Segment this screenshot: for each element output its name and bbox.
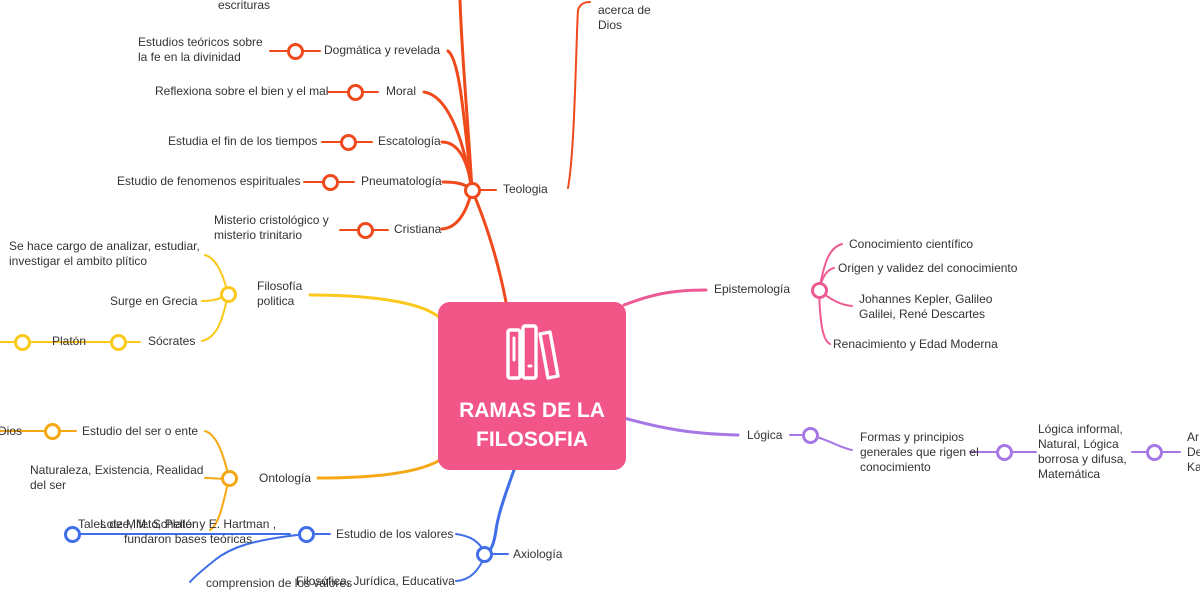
branch-filosofia-politica[interactable]: Filosofía politica: [257, 279, 303, 308]
epis-child-4[interactable]: Renacimiento y Edad Moderna: [833, 337, 998, 351]
teologia-side-note: razonamiento acerca de Dios: [598, 0, 671, 32]
ring-epistemologia[interactable]: [811, 282, 828, 299]
root-title: RAMAS DE LA FILOSOFIA: [459, 399, 605, 451]
ring-moral[interactable]: [347, 84, 364, 101]
epis-child-1[interactable]: Conocimiento científico: [849, 237, 974, 251]
pol-child-2[interactable]: Surge en Grecia: [110, 294, 198, 308]
branch-axiologia[interactable]: Axiología: [513, 547, 563, 561]
epis-child-2[interactable]: Origen y validez del conocimiento: [838, 261, 1018, 275]
onto-child-1[interactable]: Estudio del ser o ente: [82, 424, 199, 438]
onto-child-1-partial: Dios: [0, 424, 23, 438]
branch-teologia[interactable]: Teologia: [503, 182, 548, 196]
pol-child-1[interactable]: Se hace cargo de analizar, estudiar,inve…: [9, 239, 200, 268]
node-cristiana[interactable]: Cristiana: [394, 222, 442, 236]
node-pneumatologia[interactable]: Pneumatología: [361, 174, 442, 188]
axio-overlap-a: Tales de Mileto, Platón: [78, 517, 199, 531]
ring-filosofia-politica[interactable]: [220, 286, 237, 303]
edge-root-epistemology: [622, 288, 708, 307]
node-escatologia[interactable]: Escatología: [378, 134, 441, 148]
ring-cristiana[interactable]: [357, 222, 374, 239]
detail-moral: Reflexiona sobre el bien y el mal: [155, 84, 329, 98]
ring-plato[interactable]: [14, 334, 31, 351]
edge-root-axiology: [484, 468, 516, 556]
ring-dogmatica[interactable]: [287, 43, 304, 60]
axio-values[interactable]: Estudio de los valores: [336, 527, 454, 541]
onto-child-2[interactable]: Naturaleza, Existencia, Realidad del ser: [30, 463, 204, 492]
axio-overlap-b: Lotze, M. Scheller y E. Hartman , fundar…: [100, 517, 277, 546]
ring-logic-grandchild[interactable]: [1146, 444, 1163, 461]
edge-root-logic: [622, 416, 740, 437]
ring-axiologia[interactable]: [476, 546, 493, 563]
edge-root-political: [308, 293, 442, 320]
logic-grandchild[interactable]: Lógica informal, Natural, Lógica borrosa…: [1038, 422, 1127, 481]
root-node[interactable]: RAMAS DE LA FILOSOFIA: [438, 302, 626, 470]
ring-axio-values[interactable]: [298, 526, 315, 543]
edge-root-theology: [470, 188, 508, 304]
edge-theology-sidenote: [567, 1, 591, 189]
branch-epistemologia[interactable]: Epistemología: [714, 282, 791, 296]
axio-bottom-overlap: comprension de los valores: [206, 576, 353, 590]
ring-logic-child[interactable]: [996, 444, 1013, 461]
detail-dogmatica: Estudios teóricos sobre la fe en la divi…: [138, 35, 263, 64]
books-icon: [506, 324, 560, 380]
ring-onto-child-1[interactable]: [44, 423, 61, 440]
detail-cristiana: Misterio cristológico y misterio trinita…: [214, 213, 329, 242]
pol-child-plato[interactable]: Platón: [52, 334, 87, 348]
ring-logica[interactable]: [802, 427, 819, 444]
axio-bottom[interactable]: Filosófica, Jurídica, Educativa: [296, 574, 455, 588]
branch-logica[interactable]: Lógica: [747, 428, 783, 442]
edge-theology-dogmatica: [446, 49, 474, 192]
node-dogmatica[interactable]: Dogmática y revelada: [324, 43, 441, 57]
detail-escatologia: Estudia el fin de los tiempos: [168, 134, 318, 148]
logic-partial: Ar De Ka: [1187, 430, 1200, 474]
node-moral[interactable]: Moral: [386, 84, 417, 98]
node-ring-teologia[interactable]: [464, 182, 481, 199]
branch-ontologia[interactable]: Ontología: [259, 471, 312, 485]
detail-pneumatologia: Estudio de fenomenos espirituales: [117, 174, 301, 188]
logic-child[interactable]: Formas y principios generales que rigen …: [860, 430, 979, 474]
ring-pneumatologia[interactable]: [322, 174, 339, 191]
edge-root-ontology: [316, 458, 442, 480]
ring-axio-overlap[interactable]: [64, 526, 81, 543]
ring-ontologia[interactable]: [221, 470, 238, 487]
teologia-top-partial: escrituras: [218, 0, 271, 12]
edge-values-down: [189, 533, 307, 583]
ring-escatologia[interactable]: [340, 134, 357, 151]
pol-child-socrates[interactable]: Sócrates: [148, 334, 196, 348]
ring-socrates[interactable]: [110, 334, 127, 351]
